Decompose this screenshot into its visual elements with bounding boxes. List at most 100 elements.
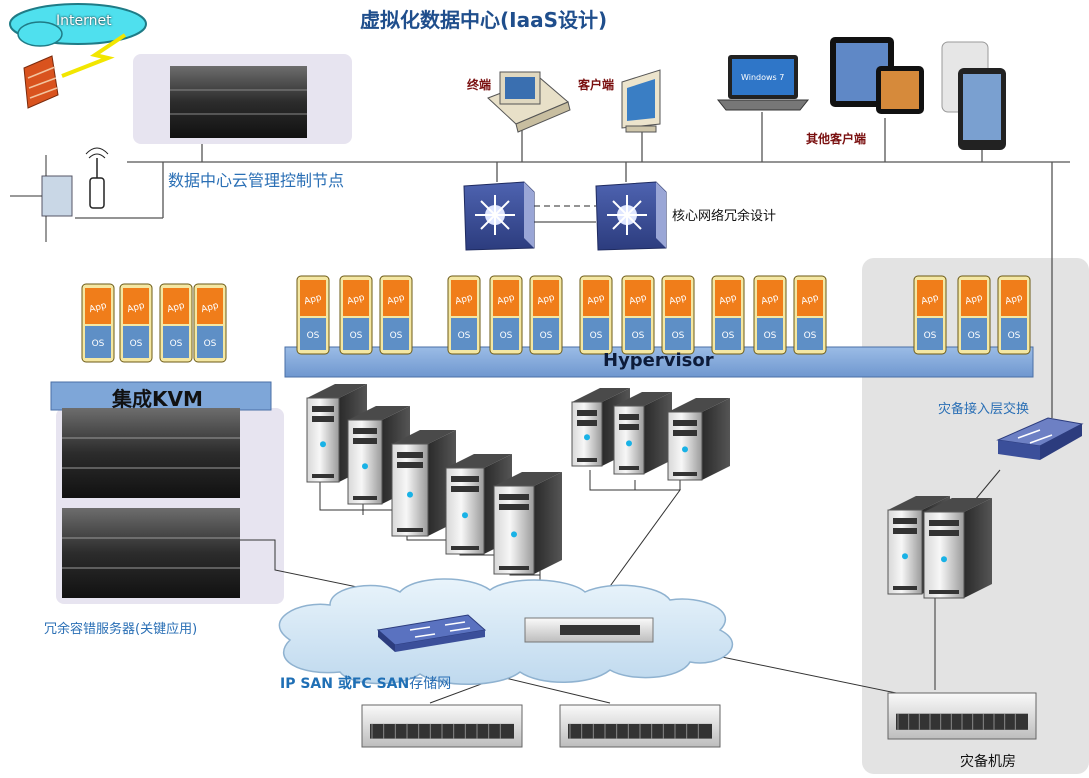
router-icon [10,147,109,242]
tower-server [613,392,672,475]
page-title: 虚拟化数据中心(IaaS设计) [360,8,608,32]
vm-app-label: App [800,293,820,307]
vm-os-label: OS [130,339,143,349]
cloud-mgmt-label: 数据中心云管理控制节点 [168,171,345,190]
virtual-machines: AppOSAppOSAppOSAppOSAppOSAppOSAppOSAppOS… [81,275,1031,363]
vm-app-label: App [668,293,688,307]
vm-os-label: OS [632,331,645,341]
vm-os-label: OS [307,331,320,341]
core-network-label: 核心网络冗余设计 [672,209,777,224]
kvm-rack-server-bottom [62,508,240,598]
core-switch-left [463,181,535,251]
san-ip-text: IP SAN [280,676,333,692]
vm-os-label: OS [722,331,735,341]
laptop-icon [716,55,810,111]
vm-app-label: App [200,301,220,315]
storage-array [887,692,1037,740]
vm-os-label: OS [350,331,363,341]
vm-os-label: OS [590,331,603,341]
vm-os-label: OS [804,331,817,341]
terminal-icon [487,71,571,133]
storage-array [559,704,721,748]
storage-arrays [361,692,1037,748]
tower-server [667,398,730,481]
vm-app-label: App [496,293,516,307]
vm-os-label: OS [500,331,513,341]
vm-os-label: OS [458,331,471,341]
san-label: IP SAN 或FC SAN存储网 [280,673,451,693]
phone-icon [941,41,1006,150]
client-label: 客户端 [578,78,615,92]
vm-app-label: App [760,293,780,307]
vm-app-label: App [88,301,108,315]
vm-app-label: App [920,293,940,307]
san-switch [376,614,487,652]
vm-os-label: OS [540,331,553,341]
san-fc-text: FC SAN [351,676,410,692]
vm-app-label: App [303,293,323,307]
terminal-label: 终端 [467,78,492,92]
vm-app-label: App [628,293,648,307]
kvm-bar [50,381,272,411]
vm-app-label: App [126,301,146,315]
vm-app-label: App [166,301,186,315]
tablet-icon [830,37,924,114]
tower-server [493,472,562,575]
vm-os-label: OS [968,331,981,341]
vm-app-label: App [346,293,366,307]
other-clients-label: 其他客户端 [806,132,867,146]
tower-servers [306,384,992,599]
network-bus [75,112,1070,418]
client-monitor-icon [621,69,661,133]
internet-cloud [9,3,147,47]
kvm-label: 集成KVM [112,387,203,411]
san-or-text: 或 [332,676,352,692]
lightning-icon [61,33,127,78]
vm-os-label: OS [204,339,217,349]
vm-os-label: OS [672,331,685,341]
vm-app-label: App [386,293,406,307]
kvm-rack-server-top [62,408,240,498]
storage-array [361,704,523,748]
vm-app-label: App [536,293,556,307]
vm-os-label: OS [764,331,777,341]
vm-app-label: App [964,293,984,307]
vm-os-label: OS [1008,331,1021,341]
vm-app-label: App [718,293,738,307]
firewall-icon [23,55,59,109]
redundant-storage-label: 冗余容错服务器(关键应用) [44,622,198,637]
vm-os-label: OS [92,339,105,349]
san-cloud [278,578,734,685]
vm-os-label: OS [170,339,183,349]
vm-os-label: OS [924,331,937,341]
dr-access-switch [996,417,1084,460]
vm-app-label: App [1004,293,1024,307]
core-switch-right [595,181,667,251]
san-suffix-text: 存储网 [409,676,452,692]
fc-switch [524,617,654,643]
dr-room-label: 灾备机房 [960,754,1016,770]
vm-app-label: App [586,293,606,307]
dr-switch-label: 灾备接入层交换 [938,402,1030,417]
tower-server [391,430,456,537]
